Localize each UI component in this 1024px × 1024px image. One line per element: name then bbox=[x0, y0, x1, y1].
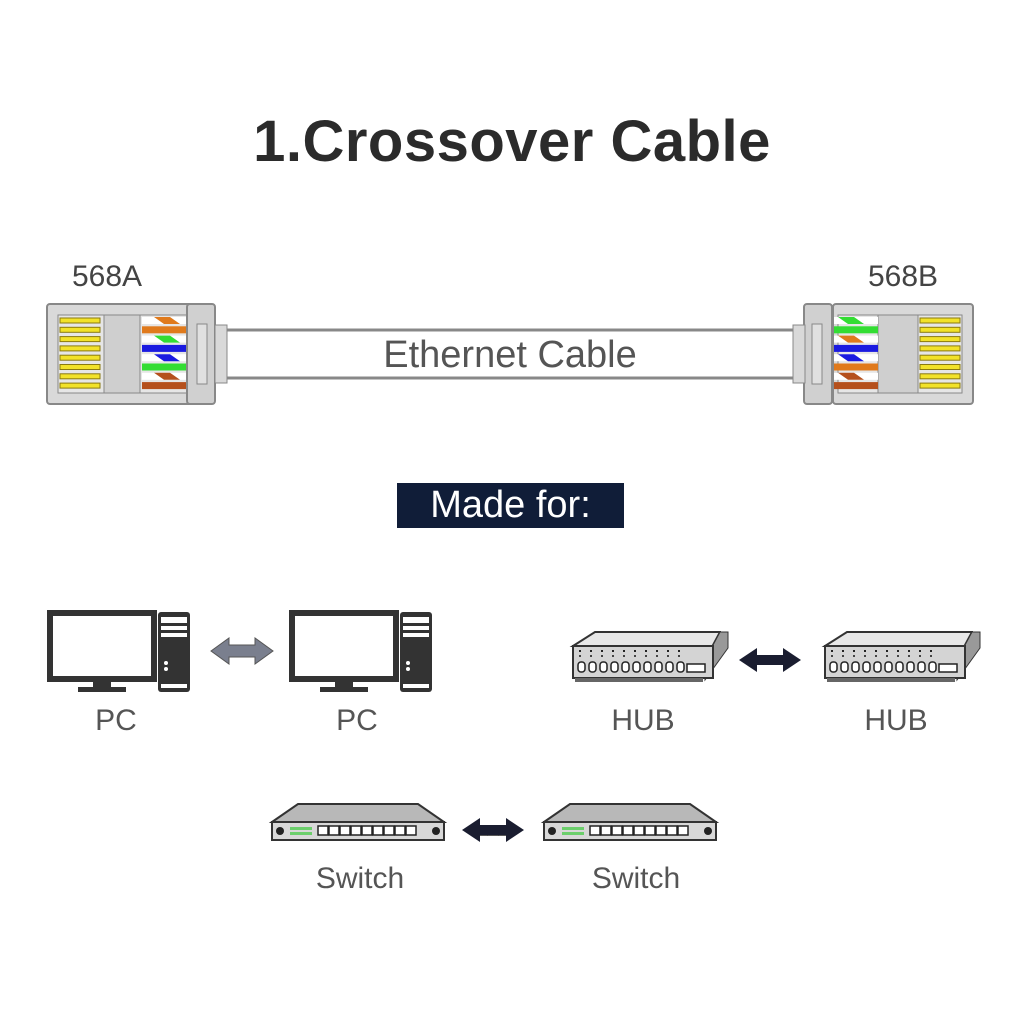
pc-icon bbox=[47, 610, 190, 692]
hub-right-label: HUB bbox=[864, 704, 928, 737]
right-connector bbox=[792, 303, 974, 405]
page-title: 1.Crossover Cable bbox=[253, 109, 771, 174]
wire-stripe bbox=[154, 317, 180, 324]
hub-port bbox=[840, 661, 849, 673]
switch-port bbox=[666, 825, 678, 836]
double-arrow-icon bbox=[210, 637, 274, 665]
switch-pair-graphic bbox=[271, 803, 717, 842]
switch-port bbox=[372, 825, 384, 836]
contact-pin bbox=[59, 354, 101, 361]
hub-icon bbox=[824, 631, 981, 683]
made-for-banner: Made for: bbox=[397, 483, 624, 528]
double-arrow-icon bbox=[739, 648, 801, 672]
contact-pin bbox=[919, 382, 961, 389]
hub-port bbox=[829, 661, 838, 673]
pc-left-label: PC bbox=[95, 704, 137, 737]
contact-pin bbox=[59, 364, 101, 370]
hub-port bbox=[577, 661, 586, 673]
switch-port bbox=[611, 825, 623, 836]
switch-port bbox=[677, 825, 689, 836]
hub-icon bbox=[572, 631, 729, 683]
hub-port bbox=[873, 661, 882, 673]
switch-port bbox=[339, 825, 351, 836]
wire-stripe bbox=[154, 335, 180, 343]
right-standard-label: 568B bbox=[868, 260, 939, 293]
switch-port bbox=[328, 825, 340, 836]
wire-brown bbox=[834, 382, 878, 390]
contact-pin bbox=[919, 317, 961, 324]
contact-pin bbox=[59, 373, 101, 380]
contact-pin bbox=[59, 336, 101, 343]
hub-port bbox=[643, 661, 652, 673]
contact-pin bbox=[59, 326, 101, 333]
switch-port bbox=[394, 825, 406, 836]
cable-label: Ethernet Cable bbox=[383, 334, 637, 376]
contact-pin bbox=[59, 345, 101, 352]
contact-pin bbox=[919, 373, 961, 380]
switch-port bbox=[361, 825, 373, 836]
hub-port bbox=[665, 661, 674, 673]
wire-orange bbox=[834, 363, 878, 371]
switch-port bbox=[317, 825, 329, 836]
uplink-port bbox=[686, 663, 706, 673]
contact-pin bbox=[59, 382, 101, 389]
wire-orange bbox=[142, 326, 186, 334]
hub-port bbox=[884, 661, 893, 673]
cable-diagram bbox=[46, 303, 974, 405]
contact-pin bbox=[919, 336, 961, 343]
wire-brown bbox=[142, 382, 186, 390]
switch-port bbox=[644, 825, 656, 836]
hub-pair-graphic bbox=[572, 631, 981, 683]
hub-port bbox=[862, 661, 871, 673]
contact-pin bbox=[919, 345, 961, 352]
hub-port bbox=[632, 661, 641, 673]
hub-port bbox=[895, 661, 904, 673]
hub-port bbox=[676, 661, 685, 673]
wire-stripe bbox=[154, 354, 180, 362]
hub-left-label: HUB bbox=[611, 704, 675, 737]
switch-port bbox=[633, 825, 645, 836]
switch-icon bbox=[543, 803, 717, 841]
contact-pin bbox=[919, 364, 961, 370]
switch-port bbox=[622, 825, 634, 836]
left-connector bbox=[46, 303, 228, 405]
wire-green bbox=[142, 363, 186, 371]
pc-icon bbox=[289, 610, 432, 692]
wire-green bbox=[834, 326, 878, 334]
wire-stripe bbox=[154, 372, 180, 380]
switch-port bbox=[383, 825, 395, 836]
switch-port bbox=[600, 825, 612, 836]
hub-port bbox=[928, 661, 937, 673]
hub-port bbox=[851, 661, 860, 673]
wire-blue bbox=[142, 344, 186, 352]
switch-left-label: Switch bbox=[315, 862, 405, 895]
hub-port bbox=[917, 661, 926, 673]
left-standard-label: 568A bbox=[72, 260, 143, 293]
contact-pin bbox=[919, 326, 961, 333]
switch-port bbox=[589, 825, 601, 836]
wire-stripe bbox=[838, 354, 864, 362]
double-arrow-icon bbox=[462, 818, 524, 842]
wire-blue bbox=[834, 344, 878, 352]
hub-port bbox=[906, 661, 915, 673]
wire-stripe bbox=[838, 335, 864, 343]
switch-port bbox=[350, 825, 362, 836]
switch-right-label: Switch bbox=[591, 862, 681, 895]
contact-pin bbox=[919, 354, 961, 361]
hub-port bbox=[610, 661, 619, 673]
hub-port bbox=[654, 661, 663, 673]
wire-stripe bbox=[838, 372, 864, 380]
wire-stripe bbox=[838, 317, 864, 324]
pc-right-label: PC bbox=[336, 704, 378, 737]
uplink-port bbox=[938, 663, 958, 673]
pc-pair-graphic bbox=[47, 610, 432, 692]
switch-port bbox=[405, 825, 417, 836]
hub-port bbox=[599, 661, 608, 673]
hub-port bbox=[621, 661, 630, 673]
hub-port bbox=[588, 661, 597, 673]
contact-pin bbox=[59, 317, 101, 324]
switch-port bbox=[655, 825, 667, 836]
